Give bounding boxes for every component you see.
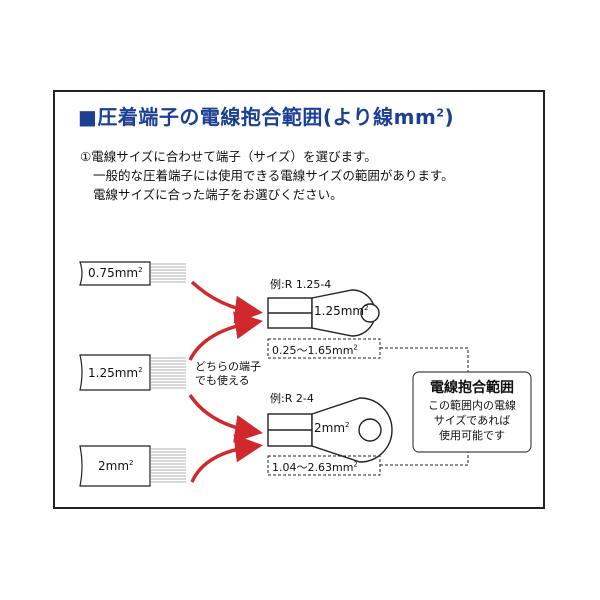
arrows	[188, 280, 263, 483]
both-note-line-2: でも使える	[195, 374, 250, 387]
terminal-1-example: 例:R 1.25-4	[270, 278, 332, 291]
wire-2	[79, 445, 186, 487]
wire-label-2: 2mm2	[98, 459, 134, 473]
wire-label-0-75: 0.75mm2	[88, 266, 143, 280]
instruction-line-2: 一般的な圧着端子には使用できる電線サイズの範囲があります。	[93, 168, 454, 183]
terminal-2-range: 1.04～2.63mm2	[272, 460, 358, 474]
wire-label-1-25: 1.25mm2	[88, 366, 143, 380]
range-box-line-3: 使用可能です	[439, 429, 505, 442]
range-connectors	[267, 338, 469, 476]
terminal-2	[267, 397, 393, 463]
range-box-line-2: サイズであれば	[433, 414, 511, 427]
wire-1-25	[79, 354, 186, 391]
terminal-1-range: 0.25～1.65mm2	[272, 343, 358, 357]
page-title: ■圧着端子の電線抱合範囲(より線mm2)	[78, 105, 455, 129]
terminal-2-size: 2mm2	[314, 421, 350, 435]
range-box-title: 電線抱合範囲	[430, 380, 514, 396]
wire-0-75	[79, 261, 186, 286]
instruction-line-1: ①電線サイズに合わせて端子（サイズ）を選びます。	[80, 149, 377, 164]
range-box	[412, 371, 532, 453]
terminal-2-example: 例:R 2-4	[270, 392, 314, 405]
terminal-1-size: 1.25mm2	[314, 304, 369, 318]
instruction-line-3: 電線サイズに合った端子をお選びください。	[93, 187, 343, 202]
terminal-1	[267, 289, 380, 337]
both-note-line-1: どちらの端子	[195, 360, 261, 373]
range-box-line-1: この範囲内の電線	[428, 399, 516, 412]
